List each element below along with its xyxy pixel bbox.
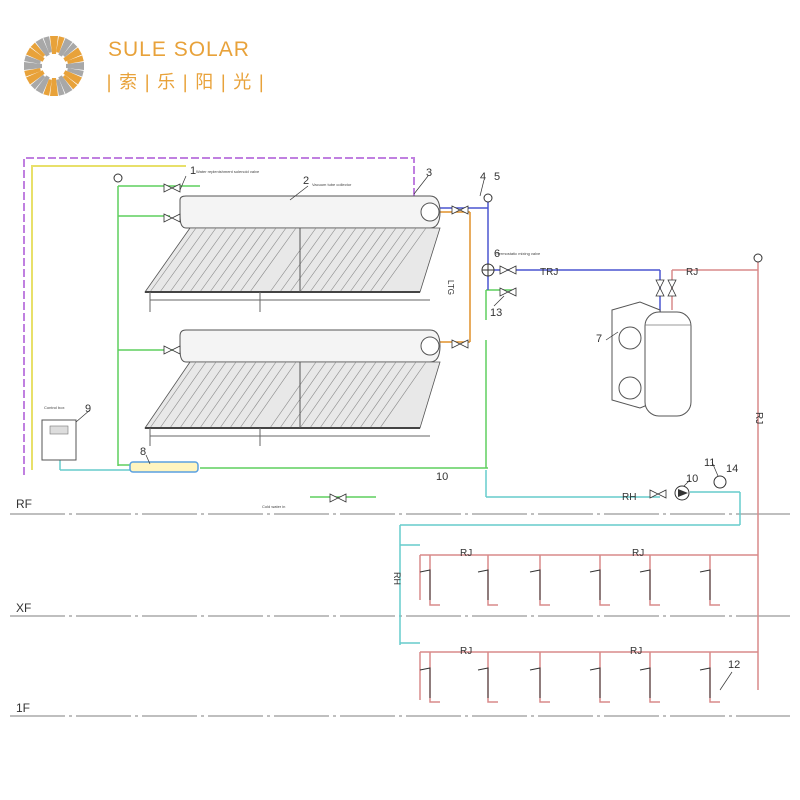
pipe-label-rh-riser: RH: [392, 572, 402, 585]
heat-pump-water-tank: [611, 301, 692, 417]
pipe-label-rj-1f-1: RJ: [460, 646, 472, 657]
control-box-label: Control box: [44, 405, 64, 410]
brand-name-chinese: |索|乐|阳|光|: [106, 72, 272, 93]
component-number-8: 8: [140, 446, 146, 458]
valves: [163, 183, 677, 503]
component-number-10: 10: [686, 473, 698, 485]
yellow-control-line: [31, 165, 186, 470]
component-number-1: 1: [190, 165, 196, 177]
purple-control-line: [23, 157, 415, 475]
pipe-label-rh: RH: [622, 492, 636, 503]
annotation-collector: Vacuum tube collector: [312, 182, 352, 187]
control-box: [41, 419, 77, 461]
brand-name: SULE SOLAR: [108, 38, 250, 61]
pipe-label-rj-xf-2: RJ: [632, 548, 644, 559]
floor-label-xf: XF: [16, 601, 31, 615]
component-number-3: 3: [426, 167, 432, 179]
pipe-label-rj-vertical: RJ: [753, 412, 764, 424]
solar-collector-lower: [144, 329, 441, 446]
component-number-4: 4: [480, 171, 486, 183]
component-number-14: 14: [726, 463, 738, 475]
component-number-10-pipe: 10: [436, 471, 448, 483]
fixtures-xf-floor: [429, 555, 720, 606]
solar-collector-upper: [144, 195, 441, 312]
component-number-6: 6: [494, 248, 500, 260]
component-number-13: 13: [490, 307, 502, 319]
flow-meter: [713, 475, 727, 489]
pipe-label-trj: TRJ: [540, 267, 558, 278]
hot-water-orange-lines: [440, 211, 471, 343]
component-number-7: 7: [596, 333, 602, 345]
sunburst-logo-icon: [24, 36, 84, 96]
electric-heater: [129, 461, 199, 473]
fixtures-1f-floor: [429, 652, 720, 703]
pipe-label-rj-1f-2: RJ: [630, 646, 642, 657]
leader-lines: [75, 175, 733, 691]
component-number-9: 9: [85, 403, 91, 415]
annotation-solenoid-valve: Water replenishment solenoid valve: [196, 169, 260, 174]
pipe-label-rj-top: RJ: [686, 267, 698, 278]
pipe-label-ltg: LTG: [446, 280, 455, 295]
component-number-12: 12: [728, 659, 740, 671]
fixture-heads-xf: [419, 569, 711, 600]
thermostatic-mixing-valve: [481, 263, 495, 277]
fixture-heads-1f: [419, 667, 711, 698]
annotation-cold-water-in: Cold water in: [262, 504, 285, 509]
component-number-11: 11: [704, 457, 715, 469]
cyan-return-lines: [59, 460, 741, 645]
floor-label-1f: 1F: [16, 701, 30, 715]
red-hot-water-lines: [419, 262, 759, 700]
annotation-mixing-valve: Thermostatic mixing valve: [494, 251, 541, 256]
component-number-2: 2: [303, 175, 309, 187]
pipe-label-rj-xf-1: RJ: [460, 548, 472, 559]
sule-solar-logo: [24, 36, 84, 96]
component-number-5: 5: [494, 171, 500, 183]
air-vents: [113, 173, 763, 263]
circulation-pump: [674, 485, 690, 501]
floor-label-rf: RF: [16, 497, 32, 511]
